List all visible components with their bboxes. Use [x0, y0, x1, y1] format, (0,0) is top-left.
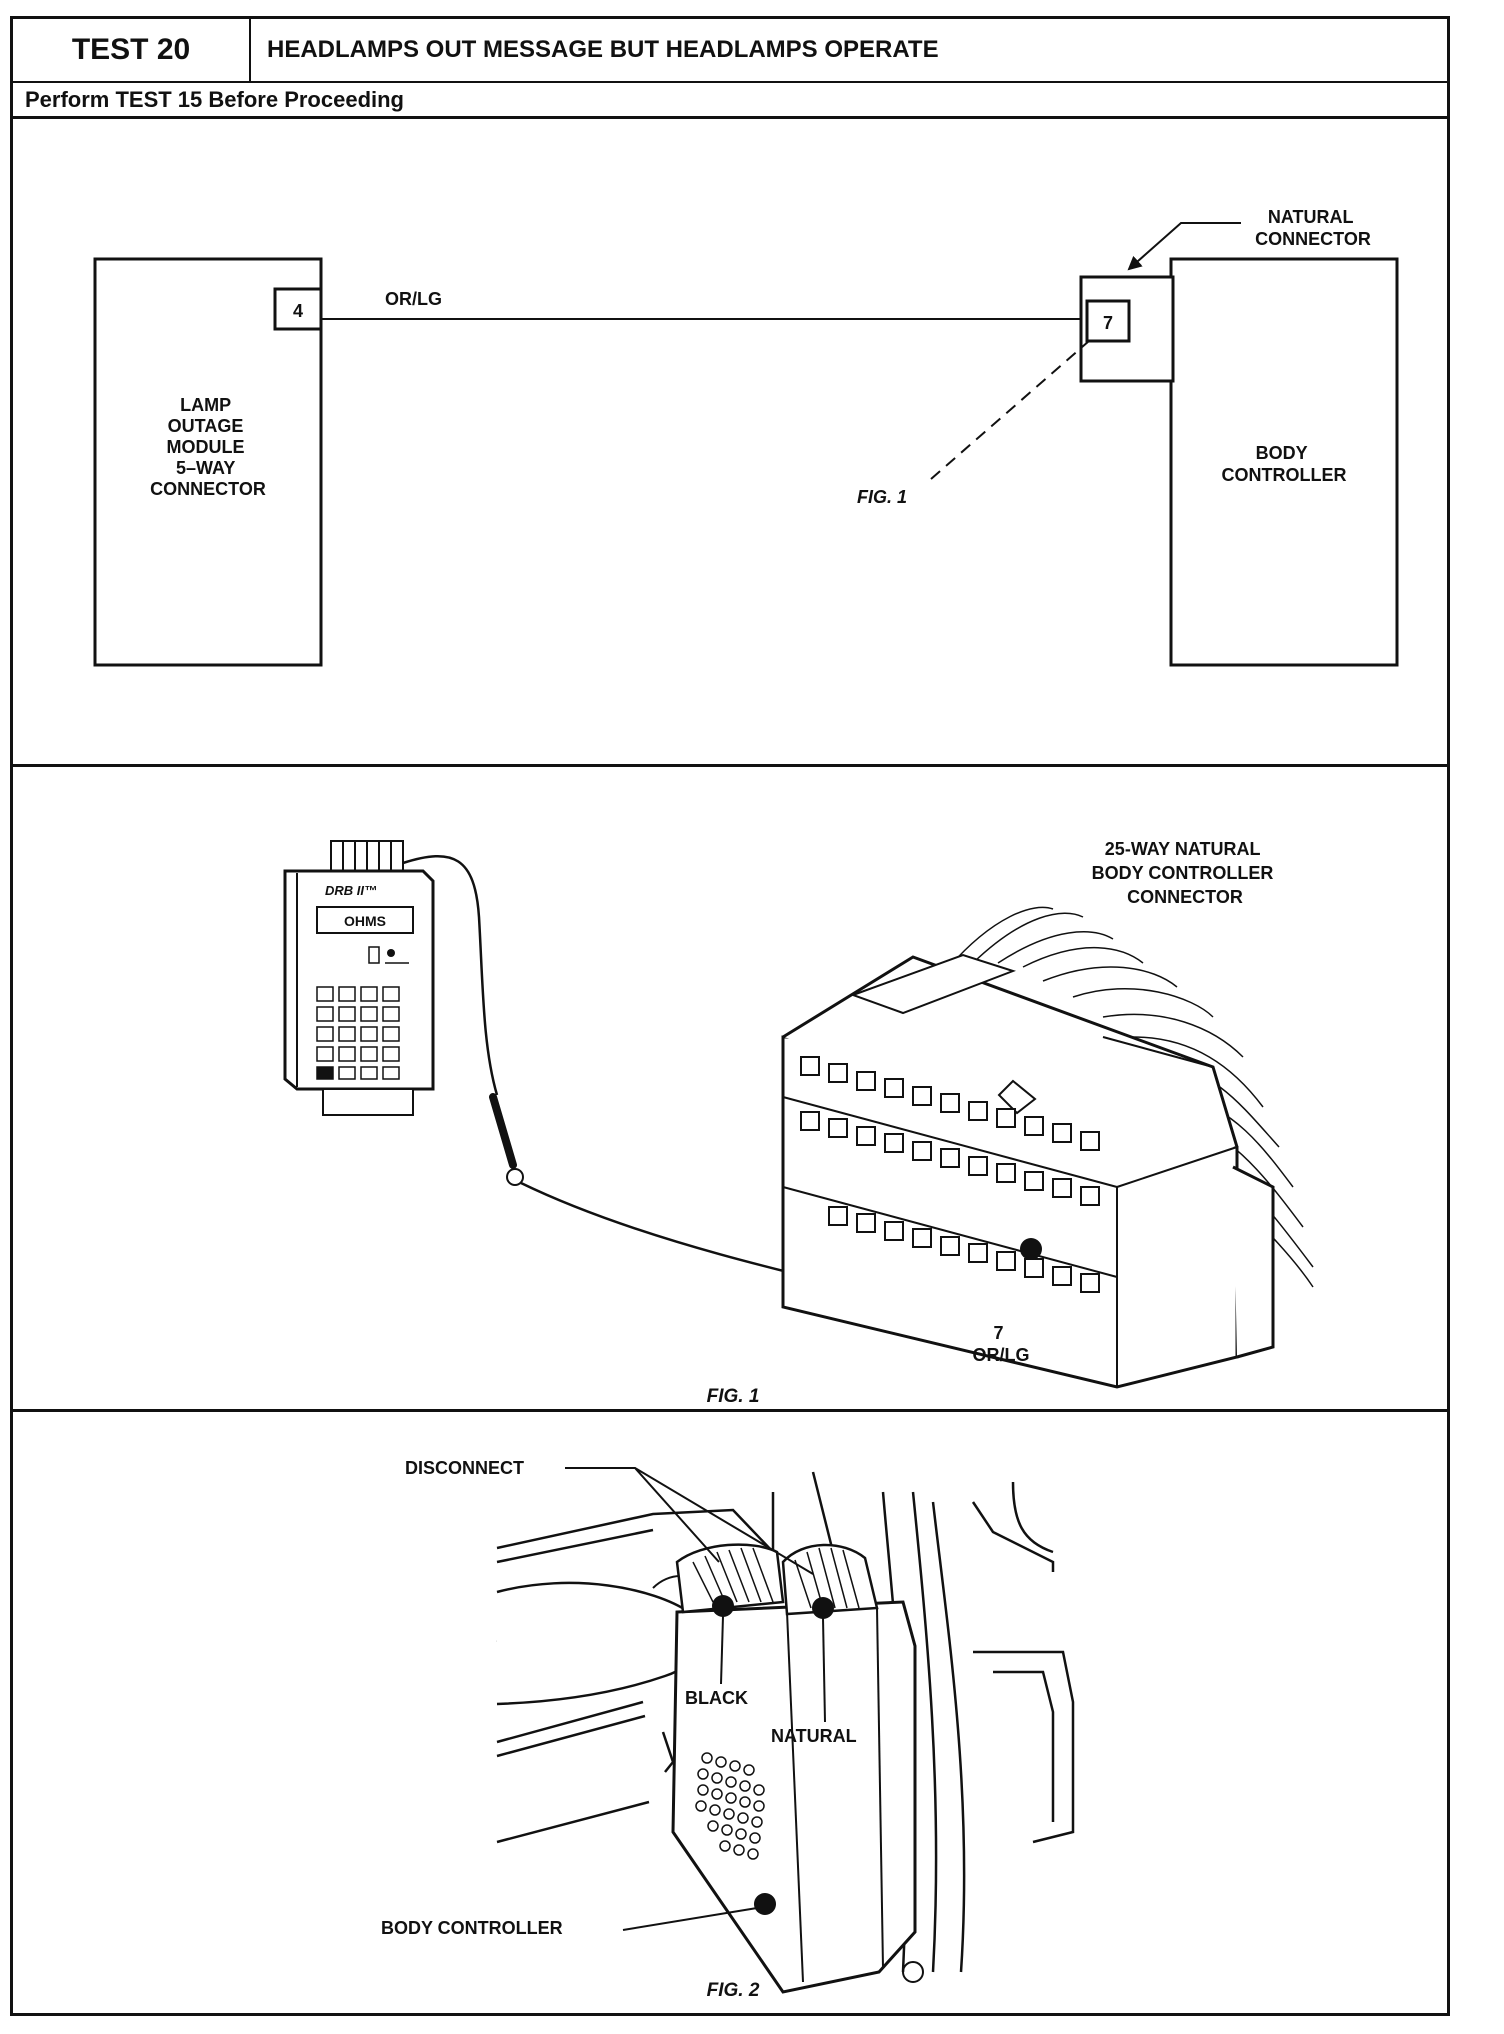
fig1-callout-line	[930, 340, 1090, 480]
body-controller-label: BODY CONTROLLER	[381, 1918, 563, 1938]
black-connector-marker	[712, 1595, 734, 1617]
natural-leader	[822, 1617, 826, 1723]
body-controller-label: BODY CONTROLLER	[1222, 443, 1347, 485]
natural-connector-arrow	[1127, 222, 1241, 271]
fig1-panel: 25-WAY NATURAL BODY CONTROLLER CONNECTOR…	[13, 767, 1447, 1412]
body-controller-box	[1169, 257, 1399, 667]
schematic-drawing: 4 LAMP OUTAGE MODULE 5–WAY CONNECTOR OR/…	[93, 207, 1399, 667]
lamp-outage-module-box	[93, 257, 323, 667]
technician-hand	[496, 1581, 703, 1706]
test-lead-wire	[402, 855, 499, 1096]
black-leader	[720, 1615, 724, 1685]
disconnect-label: DISCONNECT	[405, 1458, 524, 1478]
test-probe	[489, 1093, 517, 1169]
fig1-caption: FIG. 1	[707, 1386, 760, 1407]
lamp-outage-module-label: LAMP OUTAGE MODULE 5–WAY CONNECTOR	[150, 395, 266, 499]
prerequisite-note: Perform TEST 15 Before Proceeding	[13, 81, 1447, 119]
body-controller-module	[671, 1600, 917, 1994]
natural-connector-marker	[812, 1597, 834, 1619]
natural-connector-label: NATURAL CONNECTOR	[1255, 207, 1371, 249]
fig1-reference: FIG. 1	[857, 487, 907, 507]
right-pin-number: 7	[1103, 313, 1113, 333]
fig2-drawing: DISCONNECT BLACK NATURAL BODY CONTROLLER…	[381, 1458, 1075, 2001]
fig2-panel: DISCONNECT BLACK NATURAL BODY CONTROLLER…	[13, 1412, 1447, 2013]
tester-brand: DRB II™	[325, 883, 377, 898]
left-pin-number: 4	[293, 301, 303, 321]
test-title: HEADLAMPS OUT MESSAGE BUT HEADLAMPS OPER…	[267, 36, 939, 63]
pin-7-label: 7 OR/LG	[973, 1323, 1030, 1365]
tester-keypad	[316, 986, 400, 1080]
header-bar: TEST 20 HEADLAMPS OUT MESSAGE BUT HEADLA…	[13, 19, 1447, 83]
black-connector	[675, 1543, 785, 1614]
right-pin-box	[1085, 299, 1131, 343]
test-sheet: TEST 20 HEADLAMPS OUT MESSAGE BUT HEADLA…	[10, 16, 1450, 2016]
wire-label: OR/LG	[385, 289, 442, 309]
harness-wires	[948, 906, 1314, 1288]
fig1-drawing: 25-WAY NATURAL BODY CONTROLLER CONNECTOR…	[283, 839, 1314, 1407]
natural-connector-body	[781, 953, 1275, 1389]
body-controller-leader	[622, 1907, 758, 1931]
pin-7-marker	[1020, 1238, 1042, 1260]
tester-display	[316, 906, 414, 934]
natural-label: NATURAL	[771, 1726, 857, 1746]
disconnect-leader	[565, 1467, 814, 1575]
natural-connector	[781, 1543, 879, 1616]
drb-tester: DRB II™ OHMS	[283, 840, 435, 1116]
body-controller-marker	[754, 1893, 776, 1915]
connector-25way-label: 25-WAY NATURAL BODY CONTROLLER CONNECTOR	[1092, 839, 1279, 907]
black-label: BLACK	[685, 1688, 748, 1708]
left-pin-box	[273, 287, 323, 331]
fig2-caption: FIG. 2	[707, 1980, 760, 2001]
test-number: TEST 20	[13, 19, 251, 81]
module-vent-holes	[695, 1752, 765, 1860]
connector-cavities	[800, 1056, 1100, 1293]
schematic-panel: 4 LAMP OUTAGE MODULE 5–WAY CONNECTOR OR/…	[13, 119, 1447, 767]
tester-display-text: OHMS	[344, 913, 386, 929]
